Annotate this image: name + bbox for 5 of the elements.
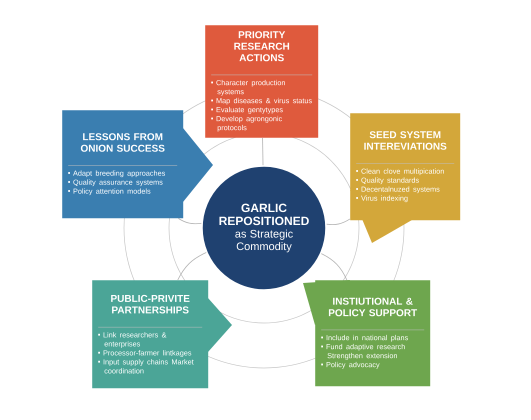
connector-line: [326, 218, 350, 225]
connector-line: [320, 253, 348, 280]
connector-line: [262, 138, 264, 166]
connector-line: [178, 218, 202, 224]
connector-line: [177, 252, 207, 280]
